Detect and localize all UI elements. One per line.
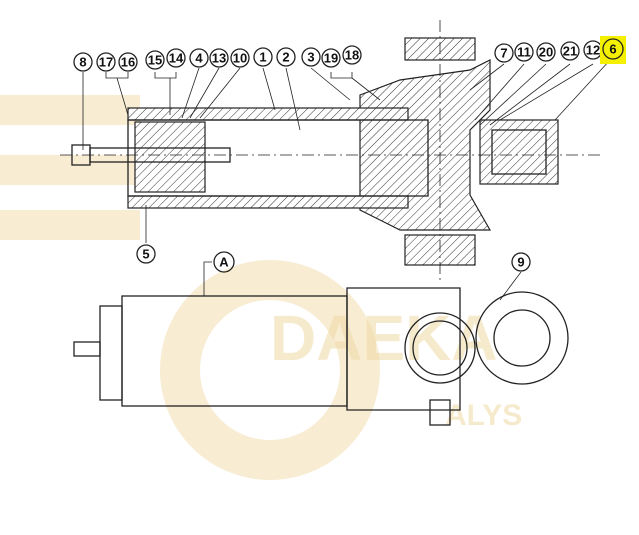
callout-9: 9: [511, 252, 531, 272]
callout-3: 3: [301, 47, 321, 67]
callout-8: 8: [73, 52, 93, 72]
callout-17: 17: [96, 52, 116, 72]
svg-text:21: 21: [563, 44, 577, 59]
svg-text:16: 16: [121, 55, 135, 70]
callout-19: 19: [321, 48, 341, 68]
svg-text:3: 3: [307, 50, 314, 65]
section-view: [60, 20, 600, 280]
svg-text:ALYS: ALYS: [445, 399, 522, 432]
callout-A: A: [213, 251, 235, 273]
svg-text:DAEKA: DAEKA: [270, 302, 498, 374]
svg-text:10: 10: [233, 51, 247, 66]
callout-13: 13: [209, 48, 229, 68]
callout-14: 14: [166, 48, 186, 68]
svg-text:9: 9: [517, 255, 524, 270]
callout-10: 10: [230, 48, 250, 68]
svg-text:15: 15: [148, 53, 162, 68]
callout-2: 2: [276, 47, 296, 67]
svg-text:11: 11: [517, 45, 531, 60]
leader-lines: [82, 59, 611, 301]
callout-15: 15: [145, 50, 165, 70]
svg-text:1: 1: [259, 50, 266, 65]
svg-text:20: 20: [539, 45, 553, 60]
callout-5: 5: [136, 244, 156, 264]
callout-7: 7: [494, 43, 514, 63]
svg-text:4: 4: [195, 51, 203, 66]
svg-text:19: 19: [324, 51, 338, 66]
svg-text:17: 17: [99, 55, 113, 70]
callout-11: 11: [514, 42, 534, 62]
external-view: [73, 287, 569, 426]
callout-6-highlighted: 6: [600, 36, 626, 64]
svg-text:5: 5: [142, 247, 149, 262]
svg-text:A: A: [219, 255, 229, 270]
callout-16: 16: [118, 52, 138, 72]
svg-text:13: 13: [212, 51, 226, 66]
callouts: 8 17 16 15 14 4 13 10 1 2 3 19 18 7 11 2…: [73, 36, 626, 273]
callout-4: 4: [189, 48, 209, 68]
svg-text:7: 7: [500, 46, 507, 61]
callout-1: 1: [253, 47, 273, 67]
callout-20: 20: [536, 42, 556, 62]
callout-18: 18: [342, 45, 362, 65]
svg-text:12: 12: [586, 43, 600, 58]
svg-text:14: 14: [169, 51, 184, 66]
callout-12: 12: [583, 40, 603, 60]
svg-text:18: 18: [345, 48, 359, 63]
svg-text:8: 8: [79, 55, 86, 70]
svg-text:6: 6: [609, 42, 616, 57]
callout-21: 21: [560, 41, 580, 61]
svg-text:2: 2: [282, 50, 289, 65]
